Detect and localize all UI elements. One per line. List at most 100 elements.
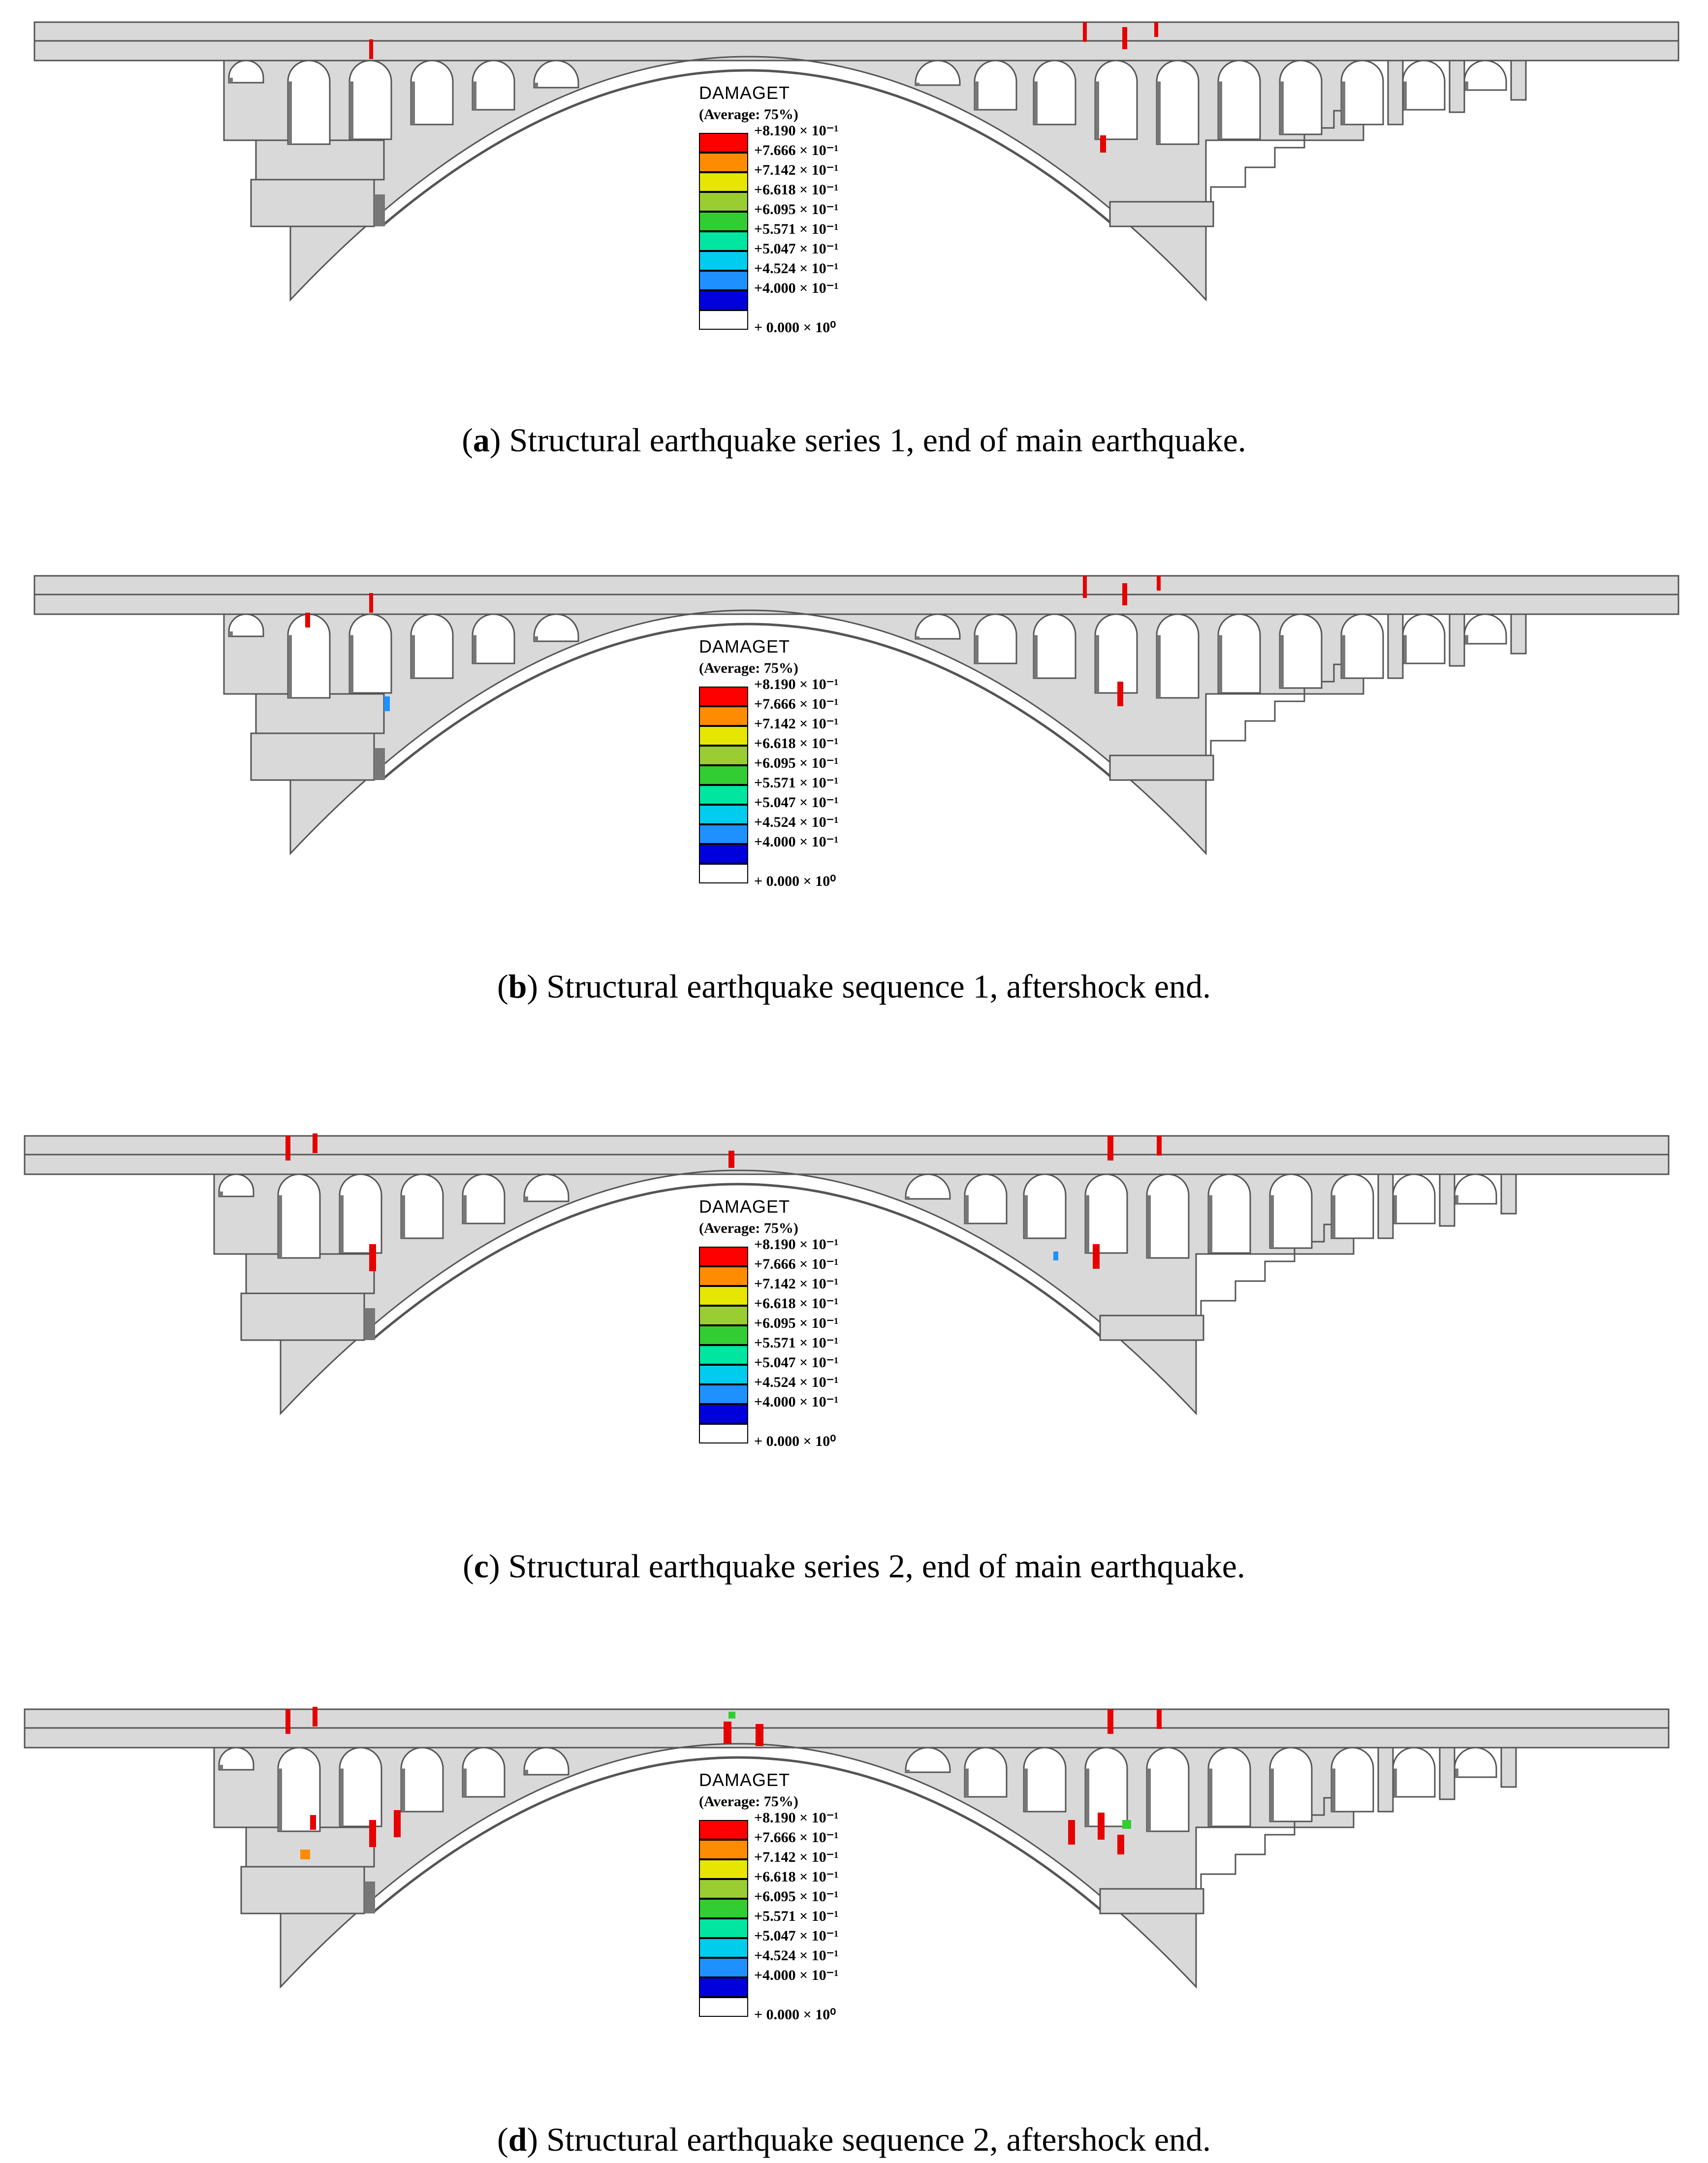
deck-beam [33,40,1679,62]
legend-subtitle: (Average: 75%) [699,1793,798,1810]
spandrel-opening [1463,613,1507,645]
opening-shadow [1208,1195,1212,1253]
spandrel-opening [905,1173,951,1200]
legend-entry: +5.571 × 10⁻¹ [699,1335,839,1365]
legend-subtitle: (Average: 75%) [699,106,798,123]
right-abutment-steps [1210,110,1364,202]
spandrel-opening [1217,613,1261,694]
opening-shadow [340,1195,344,1253]
legend-entry: +6.618 × 10⁻¹ [699,735,839,765]
legend-entry: +4.000 × 10⁻¹ [699,834,839,864]
legend-swatch [699,1247,748,1266]
legend-entry: +6.095 × 10⁻¹ [699,1888,839,1918]
legend-entry: +6.095 × 10⁻¹ [699,1315,839,1345]
left-abutment-footing [240,1866,365,1914]
legend-title: DAMAGET [699,83,791,103]
spandrel-opening [1402,60,1446,111]
legend-swatch [699,726,748,746]
panel-b: DAMAGET(Average: 75%)+8.190 × 10⁻¹+7.666… [0,554,1708,1085]
legend-entry: + 0.000 × 10⁰ [699,1424,836,1449]
legend-swatch [699,746,748,765]
caption-text: Structural earthquake series 2, end of m… [508,1547,1245,1585]
opening-shadow [1403,81,1407,110]
opening-shadow [349,635,353,693]
deck-beam [24,1154,1670,1175]
legend-value: +6.618 × 10⁻¹ [754,735,839,752]
legend-entry: +6.095 × 10⁻¹ [699,201,839,231]
legend-swatch [699,310,748,330]
damage-mark [313,1133,317,1153]
legend-entry: +7.142 × 10⁻¹ [699,716,839,746]
legend-value: +8.190 × 10⁻¹ [754,123,839,139]
legend-entry: +4.000 × 10⁻¹ [699,280,839,310]
bridge-group [33,21,1679,302]
legend-value: +6.095 × 10⁻¹ [754,201,839,218]
spandrel-column [1377,1173,1394,1239]
deck-slab [33,21,1679,42]
legend-value: +5.047 × 10⁻¹ [754,794,839,811]
legend-entry: +7.142 × 10⁻¹ [699,162,839,192]
legend-swatch [699,805,748,824]
spandrel-opening [218,1173,254,1197]
spandrel-opening [400,1747,444,1813]
right-abutment-steps [1200,1797,1355,1889]
legend-entry: +8.190 × 10⁻¹ [699,1236,839,1266]
spandrel-opening [1033,60,1076,125]
left-abutment-upper [255,693,385,734]
opening-shadow [340,1768,344,1826]
damage-mark [1068,1820,1075,1845]
caption-text: Structural earthquake sequence 2, afters… [546,2121,1211,2158]
legend-swatch [699,1879,748,1899]
legend-swatch [699,785,748,805]
panel-label: c [474,1547,489,1585]
legend-swatch [699,706,748,726]
spandrel-opening [533,613,579,642]
opening-shadow [278,1195,282,1258]
spandrel-opening [1392,1173,1436,1224]
legend-value: +6.618 × 10⁻¹ [754,182,839,198]
arch-intrados [383,623,1113,779]
spandrel-opening [348,613,392,694]
damage-mark [1100,135,1106,153]
bridge-group [24,1133,1670,1415]
legend-entry: +5.047 × 10⁻¹ [699,1354,839,1384]
legend-entry: +4.524 × 10⁻¹ [699,1374,839,1404]
legend-swatch [699,192,748,212]
spandrel-opening [410,613,454,679]
opening-shadow [1341,635,1345,678]
damage-mark [1083,576,1087,598]
spandrel-opening [1279,613,1323,689]
opening-shadow [1208,1768,1212,1826]
damage-mark [1157,1136,1162,1156]
opening-shadow [975,635,979,663]
legend-swatch [699,231,748,251]
damage-mark [1107,1136,1113,1160]
spandrel-opening [1269,1747,1313,1822]
spandrel-column [1510,613,1527,655]
opening-shadow [1034,81,1038,125]
legend-value: +6.618 × 10⁻¹ [754,1295,839,1312]
opening-shadow [463,1195,467,1223]
spandrel-opening [1340,60,1384,125]
opening-shadow [401,1768,405,1812]
damage-mark [1107,1709,1113,1734]
left-abutment-shadow [364,1881,375,1913]
legend-value: +4.000 × 10⁻¹ [754,1967,839,1983]
legend-value: + 0.000 × 10⁰ [754,319,836,336]
spandrel-opening [1023,1747,1067,1813]
damage-mark [305,613,310,627]
legend-value: +7.666 × 10⁻¹ [754,142,839,158]
legend-value: +5.571 × 10⁻¹ [754,775,839,791]
legend-title: DAMAGET [699,1770,791,1790]
left-abutment-footing [250,179,375,227]
legend-title: DAMAGET [699,636,791,657]
legend-entry: +8.190 × 10⁻¹ [699,123,839,153]
spandrel-opening [287,613,331,699]
spandrel-opening [1207,1173,1251,1254]
panel-a: DAMAGET (Average: 75%)+8.190 × 10⁻¹ +7.666… [0,0,1708,532]
spandrel-opening [218,1747,254,1771]
opening-shadow [219,1191,223,1196]
opening-shadow [411,635,415,678]
spandrel-opening [974,613,1017,664]
legend-value: +4.000 × 10⁻¹ [754,834,839,850]
